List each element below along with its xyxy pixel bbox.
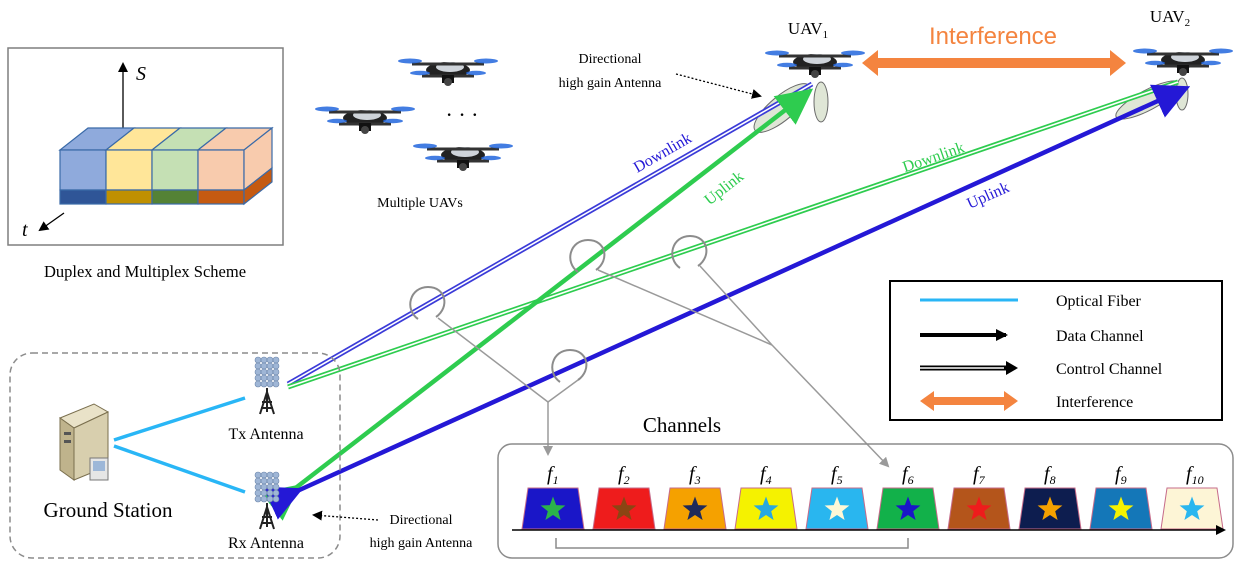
channel-star-f1: [540, 496, 566, 520]
channel-label-f9: f9: [1115, 463, 1127, 487]
legend: Optical Fiber Data Channel Control Chann…: [889, 280, 1223, 421]
channels-title: Channels: [643, 413, 721, 437]
ground-station-label: Ground Station: [44, 498, 173, 522]
uplink-1-label: Uplink: [701, 168, 746, 209]
interference-label: Interference: [929, 23, 1057, 50]
channel-label-f1: f1: [547, 463, 559, 487]
channel-row: f1 f2 f3 f4 f5 f6 f7 f8 f9 f10: [521, 463, 1224, 530]
optical-fiber-rx: [113, 444, 246, 494]
antenna-note-top-pointer: [675, 73, 762, 99]
s-axis-label: S: [136, 63, 146, 85]
legend-interference-swatch: [920, 391, 1018, 411]
slab-slot-front: [151, 149, 199, 191]
legend-control-swatch: [920, 361, 1018, 375]
frequency-slab: [58, 126, 274, 206]
legend-interference-label: Interference: [1056, 394, 1133, 411]
uav1-drone: [763, 49, 867, 80]
channels-panel: Channels f1 f2 f3 f4 f5 f6 f7 f8 f9 f10: [497, 413, 1234, 559]
slab-slot-front: [197, 149, 245, 191]
tx-antenna-icon: [254, 356, 280, 415]
slab-slot-bottom: [105, 189, 153, 205]
legend-fiber-label: Optical Fiber: [1056, 293, 1142, 310]
uav2: UAV2: [1131, 7, 1235, 78]
uav-drone: [411, 142, 515, 173]
channel-group-bracket: [555, 538, 909, 549]
rx-antenna-icon: [254, 471, 280, 530]
uplink-2-line: [262, 84, 1191, 520]
channel-star-f5: [824, 496, 850, 520]
t-axis: [38, 212, 65, 232]
antenna-note-bottom-line1: Directional: [390, 513, 453, 528]
channel-label-f10: f10: [1186, 463, 1204, 487]
channel-star-f4: [753, 496, 779, 520]
channel-label-f6: f6: [902, 463, 914, 487]
uav-ellipsis: · · ·: [446, 102, 479, 127]
channel-label-f7: f7: [973, 463, 986, 487]
slab-slot-front: [59, 149, 107, 191]
uav1: UAV1: [763, 19, 867, 80]
channel-star-f2: [611, 496, 637, 520]
antenna-note-bottom-line2: high gain Antenna: [370, 536, 473, 551]
channel-star-f3: [682, 496, 708, 520]
duplex-panel-caption: Duplex and Multiplex Scheme: [44, 262, 246, 281]
slab-slot-bottom: [59, 189, 107, 205]
uav2-drone: [1131, 47, 1235, 78]
channel-star-f6: [895, 496, 921, 520]
slab-slot-front: [105, 149, 153, 191]
channel-label-f5: f5: [831, 463, 843, 487]
channel-label-f8: f8: [1044, 463, 1056, 487]
t-axis-label: t: [22, 219, 28, 241]
downlink-2-label: Downlink: [901, 139, 967, 176]
channel-star-f10: [1179, 496, 1205, 520]
uav-drone: [396, 57, 500, 88]
legend-control-label: Control Channel: [1056, 361, 1163, 378]
uav-drone: [313, 105, 417, 136]
multiple-uavs-label: Multiple UAVs: [377, 196, 463, 211]
antenna-note-top-line1: Directional: [579, 52, 642, 67]
ground-station-frame: [9, 352, 341, 559]
antenna-note-bottom: Directional high gain Antenna: [312, 510, 473, 551]
legend-data-label: Data Channel: [1056, 328, 1144, 345]
antenna-note-bottom-pointer: [312, 510, 379, 521]
legend-frame: [889, 280, 1223, 421]
channel-star-f9: [1108, 496, 1134, 520]
uav2-label: UAV2: [1150, 7, 1190, 29]
channels-frame: [497, 443, 1234, 559]
slab-slot-bottom: [197, 189, 245, 205]
uav1-label: UAV1: [788, 19, 828, 41]
channel-label-f4: f4: [760, 463, 772, 487]
channel-label-f3: f3: [689, 463, 701, 487]
uplink-1-line: [260, 88, 814, 521]
optical-fiber-tx: [113, 396, 246, 442]
antenna-note-top: Directional high gain Antenna: [559, 52, 762, 99]
beam-connectors: [409, 235, 890, 468]
uav-cluster: · · · Multiple UAVs: [313, 57, 515, 211]
duplex-multiplex-panel: S f t Duplex and Multiplex Scheme: [7, 47, 284, 281]
tx-antenna-label: Tx Antenna: [228, 426, 303, 443]
beam-to-f6-arrow: [771, 344, 890, 468]
antenna-note-top-line2: high gain Antenna: [559, 76, 662, 91]
ground-station-group: Ground Station Tx Antenna Rx Antenna: [9, 352, 341, 559]
rx-antenna-label: Rx Antenna: [228, 535, 304, 552]
channel-label-f2: f2: [618, 463, 630, 487]
channel-star-f8: [1037, 496, 1063, 520]
slab-slot-bottom: [151, 189, 199, 205]
server-icon: [58, 403, 110, 481]
channel-star-f7: [966, 496, 992, 520]
interference-arrow: Interference: [862, 23, 1126, 76]
